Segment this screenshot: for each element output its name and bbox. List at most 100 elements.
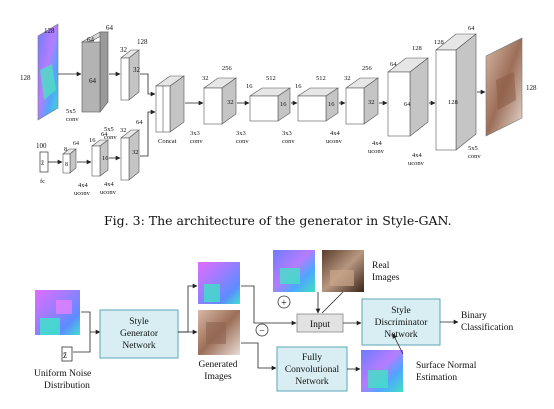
ucA-d3: 16: [102, 155, 109, 162]
style-disc-line3: Network: [384, 330, 417, 340]
fcn-line3: Network: [295, 377, 328, 387]
real-images: Real Images: [273, 250, 400, 292]
b5-d3: 64: [404, 101, 411, 108]
b3-op-2: conv: [282, 138, 295, 145]
concat-label: Concat: [158, 138, 177, 145]
b3-d2: 512: [316, 75, 326, 82]
noise-label-2: Distribution: [44, 381, 90, 391]
b4-d3: 32: [368, 99, 375, 106]
ucA-d2: 64: [101, 131, 108, 138]
noise-d3: 8: [65, 162, 68, 168]
stack2-d2: 128: [137, 38, 148, 46]
b6-op-1: 4x4: [412, 152, 423, 159]
style-generator-network: Style Generator Network: [99, 309, 179, 359]
b6-block: 128 64 128 4x4 uconv 5x5 conv: [408, 25, 481, 167]
input-width-label: 128: [20, 74, 31, 82]
b6-d2: 64: [468, 25, 475, 32]
ucB-block: 32 64 32 4x4 uconv: [100, 119, 143, 196]
noise-symbol: z̄: [41, 159, 45, 167]
ucB-op-2: uconv: [100, 189, 117, 196]
b6-op-4: conv: [468, 153, 481, 160]
style-disc-line2: Discriminator: [375, 318, 429, 328]
b6-d1: 128: [434, 39, 444, 46]
stack1-d3: 64: [89, 77, 97, 85]
b1-d3: 32: [227, 99, 234, 106]
stack2-block: 32 128 32 5x5 conv: [104, 38, 148, 141]
b5-block: 64 128 64 4x4 uconv: [368, 45, 429, 155]
stack1-d1: 64: [87, 36, 95, 44]
style-gen-line2: Generator: [120, 329, 159, 339]
stack1-d2: 64: [106, 24, 114, 32]
noise-dim: 100: [36, 142, 47, 150]
minus-sign: −: [259, 326, 265, 337]
noise-z-symbol: z̄: [63, 350, 67, 360]
b5-d2: 128: [412, 45, 422, 52]
binary-label-1: Binary: [461, 311, 487, 321]
b3-d1: 16: [295, 83, 302, 90]
b5-op-1: 4x4: [372, 140, 383, 147]
plus-sign: +: [281, 298, 287, 309]
b3-block: 16 512 16 3x3 conv: [282, 75, 339, 145]
input-label: Input: [310, 320, 330, 330]
fcn-line2: Convolutional: [285, 365, 340, 375]
stack1-block: 64 64 64 5x5 conv: [66, 24, 114, 123]
ucB-op-1: 4x4: [104, 181, 115, 188]
ucB-d2: 64: [136, 119, 143, 126]
noise-z-box: [61, 346, 73, 362]
style-gen-line1: Style: [129, 317, 149, 327]
input-box: Input: [296, 313, 344, 333]
b1-d2: 256: [222, 65, 233, 72]
surface-normal-output: Surface Normal Estimation: [361, 333, 477, 392]
ucA-d1: 16: [89, 137, 96, 144]
noise-d2: 64: [73, 141, 79, 147]
generated-label-1: Generated: [198, 360, 237, 370]
real-label-2: Images: [372, 273, 400, 283]
noise-normal-image: [35, 290, 80, 335]
ucB-d3: 32: [132, 149, 139, 156]
plus-circle: [277, 295, 291, 309]
b2-d3: 16: [280, 101, 287, 108]
b2-op-1: 3x3: [236, 130, 246, 137]
surface-label-2: Estimation: [416, 373, 457, 383]
b2-block: 16 512 16 3x3 conv: [236, 75, 291, 145]
b2-d2: 512: [266, 75, 276, 82]
style-gen-line3: Network: [122, 341, 155, 351]
generator-architecture: 128 128 64 64 64 5x5 conv 32 128 32 5x5 …: [20, 23, 537, 197]
b1-d1: 32: [202, 75, 209, 82]
minus-circle: [255, 323, 269, 337]
concat-block: Concat: [155, 75, 185, 145]
b1-op-1: 3x3: [190, 130, 200, 137]
b3-op-1: 3x3: [282, 130, 292, 137]
b6-op-3: 5x5: [468, 145, 478, 152]
b2-op-2: conv: [236, 138, 249, 145]
stack2-op-2: conv: [104, 134, 117, 141]
ucB-d1: 32: [120, 127, 127, 134]
stack2-d1: 32: [120, 46, 128, 54]
stack1-op-2: conv: [66, 116, 79, 123]
b4-op-2: uconv: [326, 138, 343, 145]
b1-op-2: conv: [190, 138, 203, 145]
stylegan-pipeline: z̄ Uniform Noise Distribution Style Gene…: [34, 250, 513, 392]
ucA-op-2: uconv: [74, 190, 91, 197]
fcn-line1: Fully: [302, 353, 322, 363]
ucA-op-1: 4x4: [78, 182, 89, 189]
output-size-label: 128: [526, 84, 537, 92]
b5-d1: 64: [390, 61, 397, 68]
stack2-op-1: 5x5: [104, 126, 114, 133]
style-discriminator-network: Style Discriminator Network: [361, 298, 441, 346]
b5-op-2: uconv: [368, 148, 385, 155]
noise-d1: 8: [64, 147, 67, 153]
b4-block: 32 256 32 4x4 uconv: [326, 65, 379, 145]
stack2-d3: 32: [133, 66, 141, 74]
figure-caption: Fig. 3: The architecture of the generato…: [104, 213, 452, 228]
input-height-label: 128: [44, 27, 55, 35]
style-disc-line1: Style: [391, 306, 411, 316]
ucA-block: 16 64 16 4x4 uconv: [74, 131, 109, 197]
b2-d1: 16: [246, 83, 253, 90]
noise-label-1: Uniform Noise: [34, 368, 91, 379]
output-image: 128: [485, 37, 537, 137]
b4-d2: 256: [362, 65, 373, 72]
stack1-op-1: 5x5: [66, 108, 76, 115]
watermark-text: https://blog.csdn.net/... @摸鱼家: [335, 392, 493, 406]
